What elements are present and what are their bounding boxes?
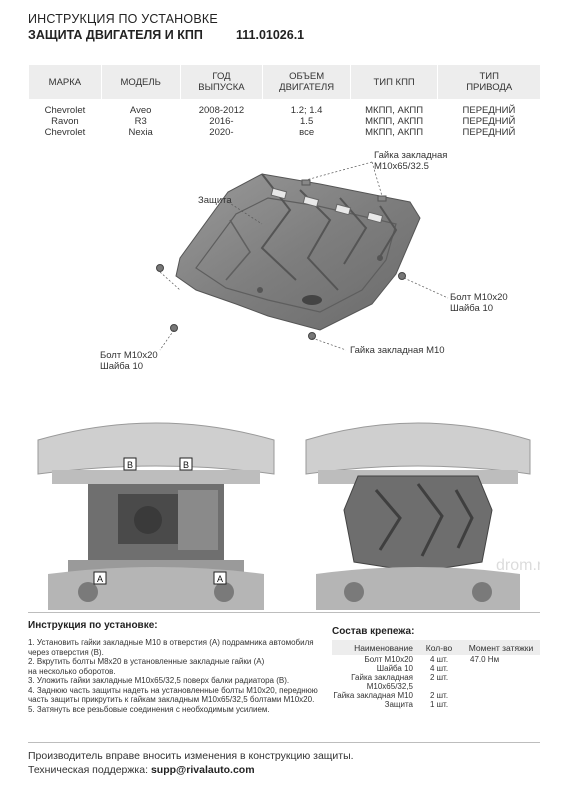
section-divider	[28, 612, 540, 613]
photo-after-installation: drom.ru	[296, 410, 540, 610]
parts-table-header: Наименование Кол-во Момент затяжки	[332, 640, 540, 655]
parts-cell	[462, 700, 540, 709]
parts-cell	[462, 691, 540, 700]
parts-row: Защита 1 шт.	[332, 700, 540, 709]
parts-table: Наименование Кол-во Момент затяжки Болт …	[332, 640, 540, 709]
spec-cell: МКПП, АКПП	[365, 127, 424, 138]
svg-text:B: B	[183, 460, 189, 470]
instructions-list: 1. Установить гайки закладные М10 в отве…	[28, 638, 328, 714]
callout-bolt-left: Болт М10х20 Шайба 10	[100, 350, 158, 372]
parts-cell: 2 шт.	[429, 691, 449, 700]
parts-cell: М10х65/32,5	[366, 682, 413, 691]
instruction-line: 5. Затянуть все резьбовые соединения с н…	[28, 704, 270, 714]
parts-cell: 2 шт.	[429, 673, 449, 682]
parts-cell: 47.0 Нм	[470, 655, 500, 664]
parts-row: М10х65/32,5	[332, 682, 540, 691]
mount-point-a-right: A	[213, 571, 227, 585]
parts-header-cell: Кол-во	[416, 640, 462, 655]
parts-cell	[416, 682, 462, 691]
spec-cell: 2020-	[209, 127, 234, 138]
svg-text:B: B	[127, 460, 133, 470]
spec-cell: Ravon	[51, 116, 79, 127]
spec-cell: все	[299, 127, 315, 138]
parts-cell: Защита	[384, 700, 413, 709]
watermark-text: drom.ru	[496, 557, 540, 574]
callout-embedded-nut-top: Гайка закладная М10х65/32.5	[374, 150, 448, 172]
spec-header-cell: ТИП КПП	[349, 65, 438, 99]
parts-cell	[462, 664, 540, 673]
support-label: Техническая поддержка:	[28, 764, 149, 776]
parts-cell	[462, 682, 540, 691]
skid-plate	[175, 173, 421, 331]
instruction-line: 4. Заднюю часть защиты надеть на установ…	[28, 685, 318, 695]
parts-cell: 1 шт.	[429, 700, 449, 709]
footer-support: Техническая поддержка: supp@rivalauto.co…	[28, 764, 255, 776]
support-email-link[interactable]: supp@rivalauto.com	[150, 764, 255, 776]
spec-header-cell: МОДЕЛЬ	[100, 65, 180, 99]
spec-cell: Chevrolet	[44, 105, 86, 116]
parts-row: Гайка закладная М10 2 шт.	[332, 691, 540, 700]
parts-cell: Болт М10х20	[364, 655, 413, 664]
instruction-line: часть защиты прикрутить к гайкам закладн…	[28, 695, 315, 704]
spec-table-row: Chevrolet Nexia 2020- все МКПП, АКПП ПЕРЕДНИЙ	[29, 127, 541, 138]
parts-title: Состав крепежа:	[332, 626, 415, 637]
mount-point-a-left: A	[93, 571, 107, 585]
parts-cell: 4 шт.	[429, 655, 449, 664]
svg-text:A: A	[97, 574, 103, 584]
doc-title: ИНСТРУКЦИЯ ПО УСТАНОВКЕ	[28, 12, 218, 26]
spec-cell: 1.2; 1.4	[290, 105, 323, 116]
callout-embedded-nut-bottom: Гайка закладная М10	[350, 345, 445, 356]
instructions-title: Инструкция по установке:	[28, 620, 158, 631]
spec-cell: Chevrolet	[44, 127, 86, 138]
parts-cell: Гайка закладная	[351, 673, 413, 682]
parts-header-cell: Момент затяжки	[462, 640, 540, 655]
photo-before-installation: A A B B	[28, 410, 284, 610]
spec-cell: 2016-	[209, 116, 234, 127]
parts-cell: Шайба 10	[376, 664, 413, 673]
callout-leaders	[159, 161, 449, 351]
parts-row: Шайба 10 4 шт.	[332, 664, 540, 673]
parts-header-cell: Наименование	[332, 640, 416, 655]
skid-plate-diagram	[156, 161, 449, 351]
spec-cell: 2008-2012	[198, 105, 245, 116]
instruction-line: на несколько оборотов.	[28, 666, 116, 676]
footer-disclaimer: Производитель вправе вносить изменения в…	[28, 750, 354, 762]
mount-point-b-left: B	[123, 457, 137, 471]
spec-table-row: Chevrolet Aveo 2008-2012 1.2; 1.4 МКПП, АКПП…	[29, 99, 541, 116]
mount-point-b-right: B	[179, 457, 193, 471]
parts-cell	[462, 673, 540, 682]
spec-cell: 1.5	[300, 116, 314, 127]
spec-table-row: Ravon R3 2016- 1.5 МКПП, АКПП ПЕРЕДНИЙ	[29, 116, 541, 127]
parts-row: Гайка закладная 2 шт.	[332, 673, 540, 682]
doc-subtitle: ЗАЩИТА ДВИГАТЕЛЯ И КПП	[28, 28, 203, 42]
bolt-fasteners	[156, 264, 406, 340]
callout-skid-plate: Защита	[198, 195, 232, 206]
parts-cell: Гайка закладная М10	[333, 691, 413, 700]
spec-cell: R3	[134, 116, 147, 127]
spec-cell: МКПП, АКПП	[365, 105, 424, 116]
spec-cell: Nexia	[128, 127, 153, 138]
spec-cell: ПЕРЕДНИЙ	[462, 116, 516, 127]
spec-cell: ПЕРЕДНИЙ	[462, 127, 516, 138]
plate-vent-hole	[302, 295, 322, 305]
instruction-line: 1. Установить гайки закладные М10 в отве…	[28, 638, 314, 647]
callout-bolt-right: Болт М10х20 Шайба 10	[450, 292, 508, 314]
spec-cell: Aveo	[129, 105, 152, 116]
instruction-line: 2. Вкрутить болты М8х20 в установленные …	[28, 657, 265, 666]
footer-divider	[28, 742, 540, 743]
parts-cell: 4 шт.	[429, 664, 449, 673]
spec-cell: ПЕРЕДНИЙ	[462, 105, 516, 116]
product-code: 111.01026.1	[236, 28, 305, 42]
instruction-line: через отверстия (В).	[28, 647, 104, 657]
instruction-line: 3. Уложить гайки закладные М10х65/32,5 п…	[28, 676, 290, 685]
spec-cell: МКПП, АКПП	[365, 116, 424, 127]
spec-header-cell: МАРКА	[28, 65, 102, 99]
svg-text:A: A	[217, 574, 223, 584]
parts-row: Болт М10х20 4 шт. 47.0 Нм	[332, 655, 540, 664]
